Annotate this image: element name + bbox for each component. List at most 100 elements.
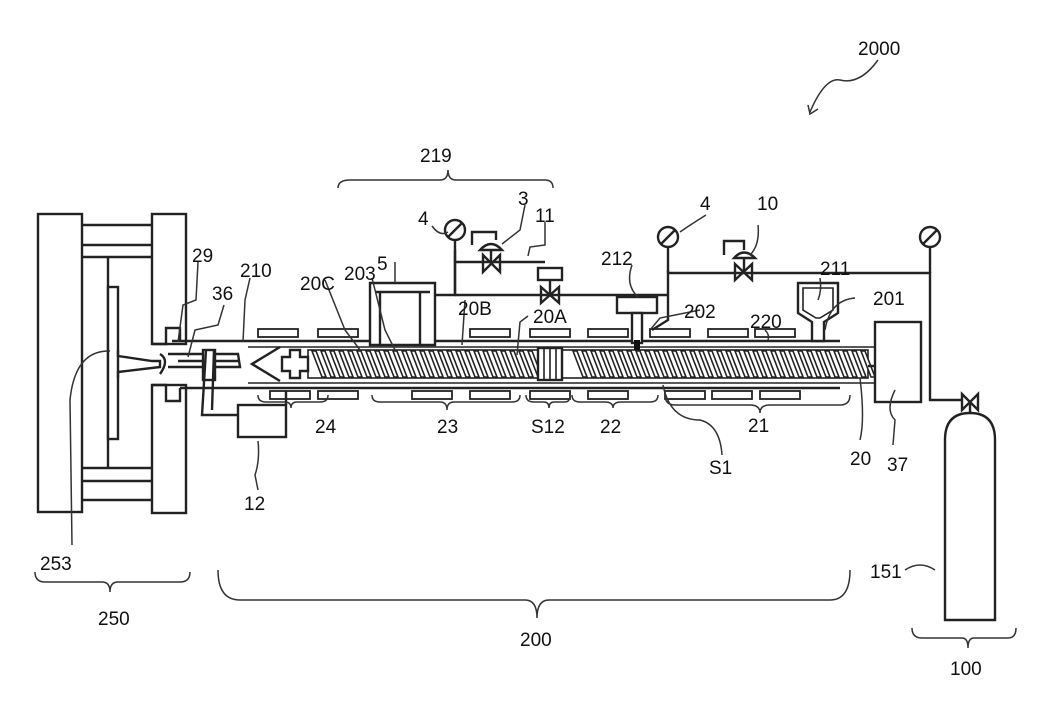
brace-219 <box>337 169 554 189</box>
heater-band <box>469 328 511 338</box>
label-3: 3 <box>518 189 529 210</box>
braces <box>34 169 1017 649</box>
label-11: 11 <box>535 206 555 227</box>
screw-flight <box>454 350 472 378</box>
screw-flight <box>733 350 751 378</box>
screw-flight <box>796 350 814 378</box>
brace-S12 <box>525 394 571 409</box>
brace-250 <box>34 571 191 593</box>
heater-band <box>649 328 691 338</box>
label-211: 211 <box>820 259 850 280</box>
label-22: 22 <box>600 417 621 438</box>
screw-flight <box>625 350 643 378</box>
label-201: 201 <box>873 289 905 310</box>
screw-flight <box>850 350 868 378</box>
screw-flight <box>382 350 400 378</box>
screw-flight <box>508 350 526 378</box>
screw-flight <box>823 350 841 378</box>
plasticizing-cylinder <box>168 328 880 400</box>
screw-flight <box>751 350 769 378</box>
heater-band <box>411 390 453 400</box>
label-250: 250 <box>98 609 130 630</box>
heater-band <box>707 328 749 338</box>
label-203: 203 <box>344 264 376 285</box>
screw-flight <box>814 350 832 378</box>
heater-band <box>269 390 311 400</box>
label-4-right: 4 <box>700 194 711 215</box>
label-20B: 20B <box>458 299 492 320</box>
cylinder-valve <box>960 391 980 413</box>
gas-piping <box>443 218 980 413</box>
label-5: 5 <box>377 254 388 275</box>
screw-flight <box>418 350 436 378</box>
movable-platen-upper <box>150 212 188 346</box>
screw-flight <box>328 350 346 378</box>
heater-bands <box>257 328 801 400</box>
screw-flight <box>490 350 508 378</box>
introduction-device-212 <box>615 295 659 350</box>
hopper-211 <box>796 281 840 343</box>
screw-flight <box>706 350 724 378</box>
screw-flight <box>769 350 787 378</box>
screw-flight <box>409 350 427 378</box>
label-20: 20 <box>850 449 871 470</box>
screw-flight <box>643 350 661 378</box>
label-12: 12 <box>244 494 265 515</box>
label-24: 24 <box>315 417 337 438</box>
screw-flight <box>355 350 373 378</box>
brace-23 <box>371 394 521 411</box>
brace-22 <box>571 394 659 409</box>
heater-band <box>711 390 753 400</box>
check-ring <box>280 348 310 380</box>
screw-flight <box>688 350 706 378</box>
screw-flights <box>310 350 877 378</box>
label-20C: 20C <box>300 274 335 295</box>
gas-cylinder-151 <box>943 411 997 622</box>
label-202: 202 <box>684 302 716 323</box>
screw-flight <box>319 350 337 378</box>
brace-200 <box>217 569 851 619</box>
screw-flight <box>481 350 499 378</box>
screw-flight <box>391 350 409 378</box>
screw-flight <box>724 350 742 378</box>
label-S1: S1 <box>709 458 732 479</box>
screw-flight <box>805 350 823 378</box>
label-2000: 2000 <box>858 39 900 60</box>
drive-unit-12 <box>236 403 288 439</box>
screw-flight <box>607 350 625 378</box>
label-29: 29 <box>192 246 213 267</box>
screw-flight <box>661 350 679 378</box>
reference-labels: 2000 219 4 3 11 5 203 20C 20B 20A 212 20… <box>40 39 982 680</box>
heater-band <box>754 328 796 338</box>
mold-cavity-plate <box>106 285 120 441</box>
label-219: 219 <box>420 146 452 167</box>
label-200: 200 <box>520 630 552 651</box>
mold-clamping-unit <box>36 212 188 515</box>
label-23: 23 <box>437 417 458 438</box>
screw-flight <box>499 350 517 378</box>
screw-flight <box>742 350 760 378</box>
screw-flight <box>589 350 607 378</box>
screw-flight <box>616 350 634 378</box>
screw-flight <box>427 350 445 378</box>
screw-flight <box>445 350 463 378</box>
valve-10 <box>733 261 754 283</box>
heater-band <box>317 390 359 400</box>
valve-20a <box>539 284 561 306</box>
heater-band <box>529 328 571 338</box>
screw-flight <box>364 350 382 378</box>
label-36: 36 <box>212 284 233 305</box>
screw-flight <box>310 350 328 378</box>
screw-flight <box>580 350 598 378</box>
screw-flight <box>400 350 418 378</box>
screw-flight <box>679 350 697 378</box>
label-37: 37 <box>887 455 908 476</box>
heater-band <box>587 390 629 400</box>
heater-band <box>257 328 299 338</box>
label-151: 151 <box>870 562 902 583</box>
screw-flight <box>463 350 481 378</box>
brace-24 <box>257 394 329 409</box>
heater-band <box>317 328 359 338</box>
valve-3 <box>481 252 502 275</box>
